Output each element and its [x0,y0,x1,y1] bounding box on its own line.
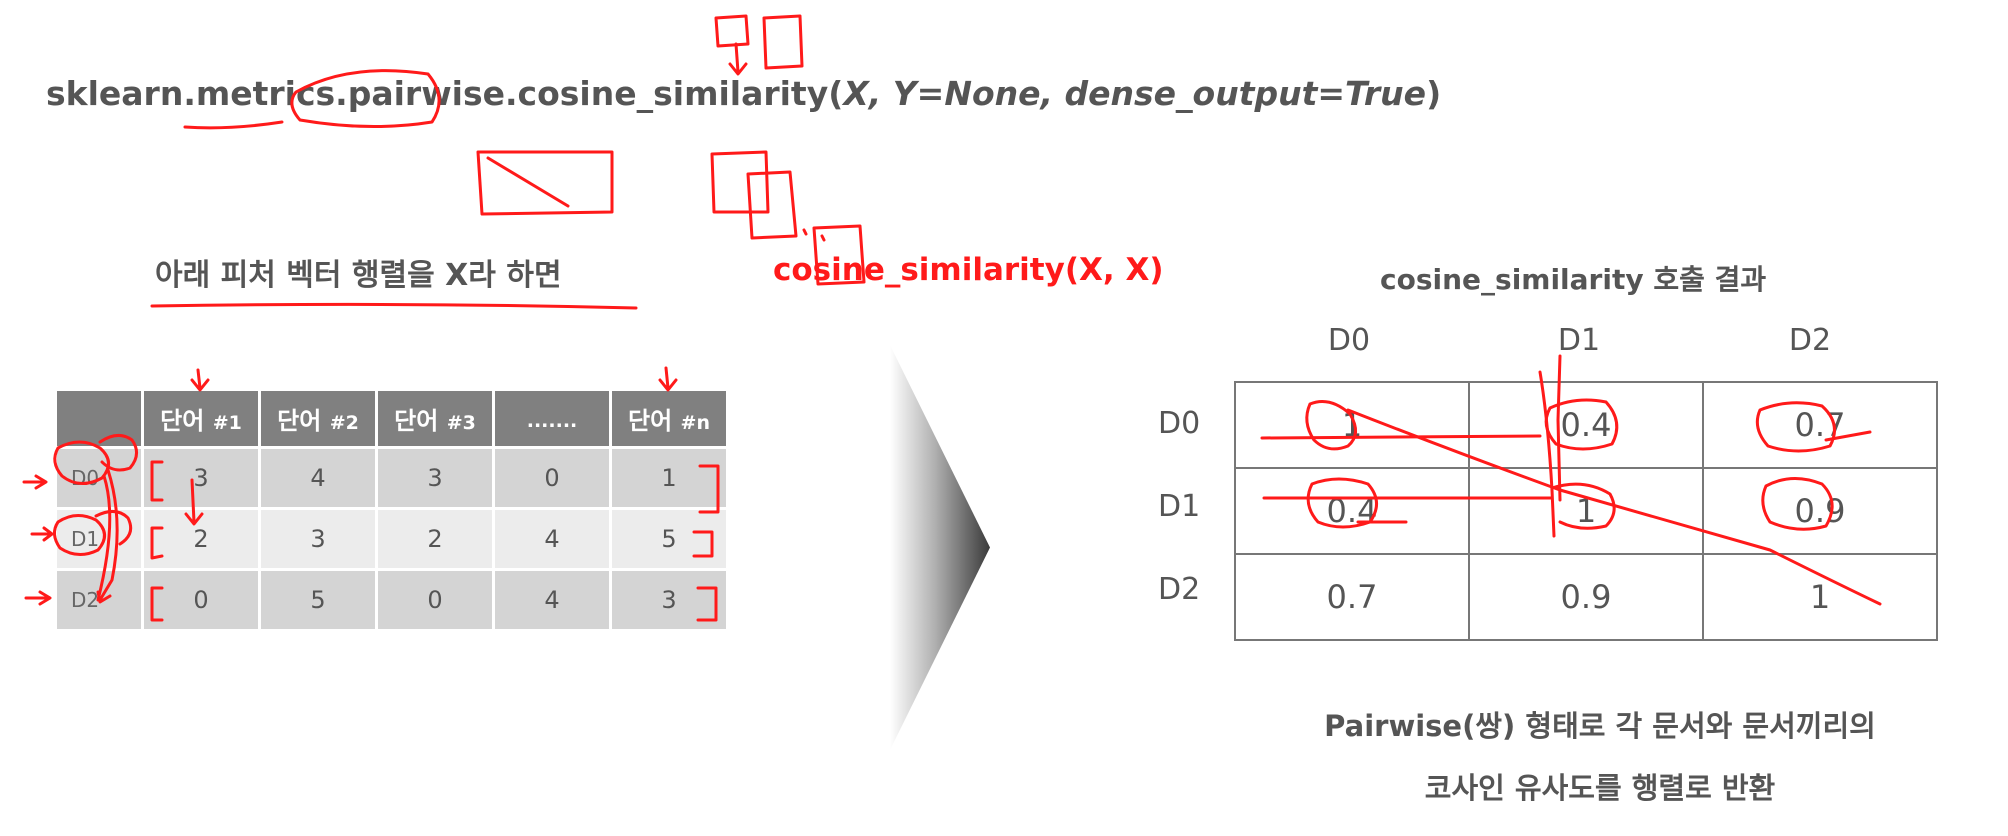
table-row: 0.7 0.9 1 [1234,553,1938,641]
api-suffix: ) [1426,74,1442,113]
feature-matrix: 단어 #1 단어 #2 단어 #3 ....... 단어 #n D0 3 4 3… [54,388,729,632]
table-cell: 0.7 [1234,553,1470,641]
table-cell: 2 [144,510,258,568]
api-signature: sklearn.metrics.pairwise.cosine_similari… [46,74,1441,113]
annotation-underlines [150,69,638,310]
table-cell: 3 [261,510,375,568]
header-cell: 단어 #3 [378,391,492,446]
table-cell: 5 [612,510,726,568]
header-cell: ....... [495,391,609,446]
table-cell: 1 [612,449,726,507]
table-cell: 1 [1468,467,1704,555]
result-col-header: D1 [1557,323,1601,358]
feature-header-row: 단어 #1 단어 #2 단어 #3 ....... 단어 #n [57,391,726,446]
table-cell: 0 [495,449,609,507]
annotation-nested-boxes [710,150,866,286]
table-cell: 0.4 [1234,467,1470,555]
header-cell: 단어 #2 [261,391,375,446]
header-cell: 단어 #n [612,391,726,446]
table-cell: 1 [1234,381,1470,469]
summary-text: Pairwise(쌍) 형태로 각 문서와 문서끼리의 코사인 유사도를 행렬로… [1250,695,1950,819]
annotation-table-marks [22,366,720,622]
table-cell: 0.4 [1468,381,1704,469]
intro-text: 아래 피처 벡터 행렬을 X라 하면 [155,258,562,293]
result-row-header: D1 [1158,489,1201,524]
result-row-header: D2 [1158,572,1201,607]
table-cell: 2 [378,510,492,568]
table-row: D0 3 4 3 0 1 [57,449,726,507]
annotation-result-marks [1260,354,1882,606]
table-cell: 5 [261,571,375,629]
summary-line-1: Pairwise(쌍) 형태로 각 문서와 문서끼리의 [1324,709,1876,743]
result-col-header: D2 [1788,323,1832,358]
result-row-header: D0 [1158,406,1201,441]
table-cell: 0.9 [1702,467,1938,555]
annotation-struck-box [476,150,614,216]
table-cell: 4 [495,510,609,568]
header-cell: 단어 #1 [144,391,258,446]
table-cell: 3 [144,449,258,507]
table-row: 1 0.4 0.7 [1234,381,1938,469]
result-title: cosine_similarity 호출 결과 [1380,263,1767,296]
table-row: D1 2 3 2 4 5 [57,510,726,568]
table-cell: 0 [378,571,492,629]
api-args: X, Y=None, dense_output=True [843,74,1427,113]
table-row: 0.4 1 0.9 [1234,467,1938,555]
table-cell: 0.7 [1702,381,1938,469]
table-cell: 4 [495,571,609,629]
table-cell: 3 [378,449,492,507]
result-matrix: 1 0.4 0.7 0.4 1 0.9 0.7 0.9 1 [1234,381,1938,641]
table-cell: 1 [1702,553,1938,641]
result-col-header: D0 [1327,323,1371,358]
api-prefix: sklearn.metrics.pairwise.cosine_similari… [46,74,844,113]
table-row: D2 0 5 0 4 3 [57,571,726,629]
table-cell: 4 [261,449,375,507]
table-cell: 0.9 [1468,553,1704,641]
annotation-top-boxes [714,14,804,76]
summary-line-2: 코사인 유사도를 행렬로 반환 [1424,771,1776,805]
